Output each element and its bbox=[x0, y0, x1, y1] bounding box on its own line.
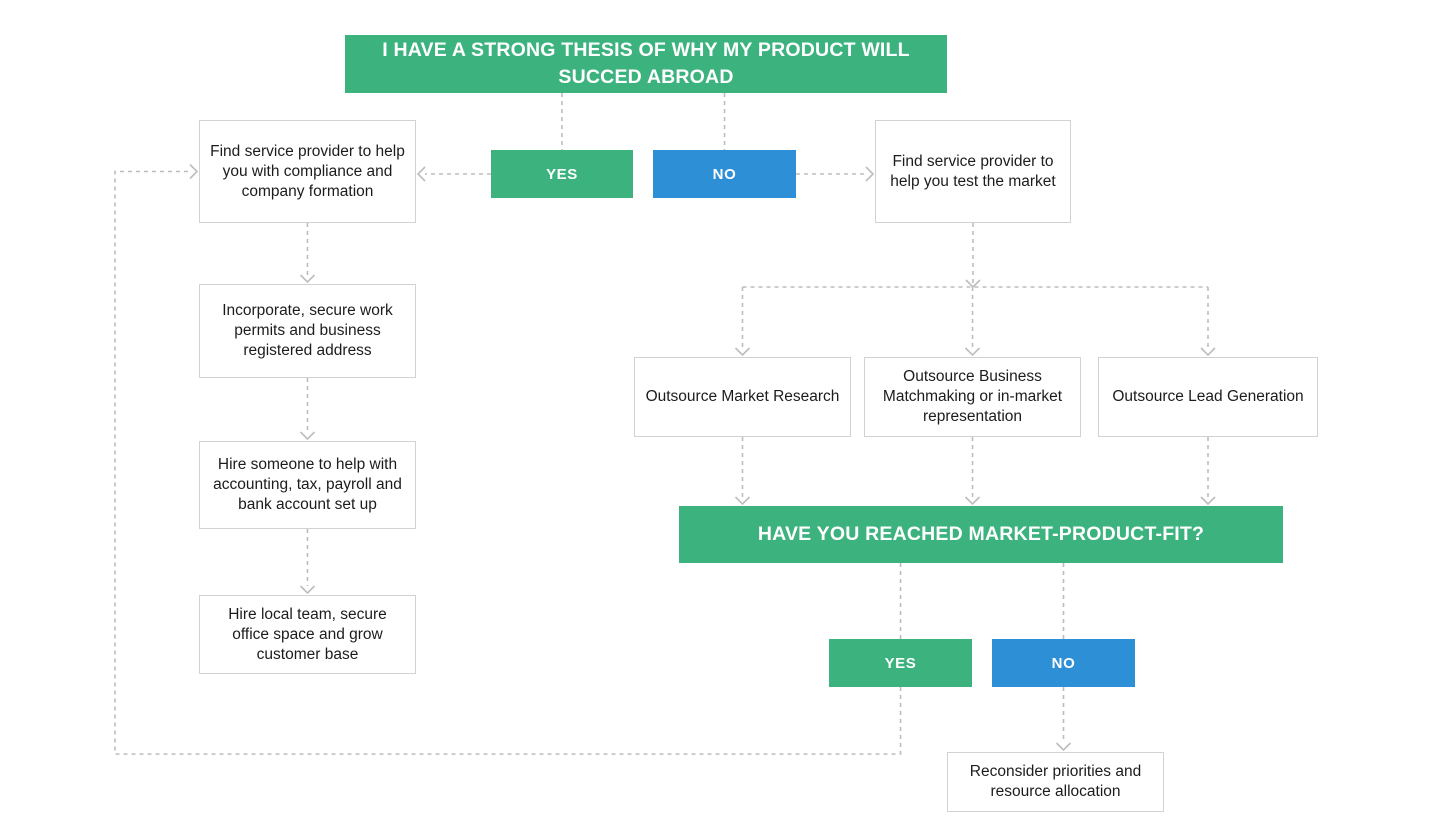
node-label-hire-accounting: Hire someone to help with accounting, ta… bbox=[213, 456, 402, 513]
node-test-market[interactable]: Find service provider to help you test t… bbox=[875, 120, 1071, 223]
node-label-hire-local-team: Hire local team, secure office space and… bbox=[228, 605, 387, 663]
node-reconsider[interactable]: Reconsider priorities and resource alloc… bbox=[947, 752, 1164, 812]
node-no-top[interactable]: NO bbox=[653, 150, 796, 198]
node-label-thesis-header: I HAVE A STRONG THESIS OF WHY MY PRODUCT… bbox=[382, 39, 910, 88]
arrowhead-left-chain-0 bbox=[299, 274, 316, 284]
node-label-incorporate: Incorporate, secure work permits and bus… bbox=[222, 302, 393, 359]
node-yes-top[interactable]: YES bbox=[491, 150, 633, 198]
node-thesis-header[interactable]: I HAVE A STRONG THESIS OF WHY MY PRODUCT… bbox=[345, 35, 947, 93]
node-label-no-bottom: NO bbox=[1051, 654, 1076, 672]
arrowhead-left-chain-2 bbox=[299, 585, 316, 595]
node-outsource-matchmaking[interactable]: Outsource Business Matchmaking or in-mar… bbox=[864, 357, 1081, 437]
node-market-fit-header[interactable]: HAVE YOU REACHED MARKET-PRODUCT-FIT? bbox=[679, 506, 1283, 563]
node-label-outsource-market-research: Outsource Market Research bbox=[645, 388, 840, 405]
node-yes-bottom[interactable]: YES bbox=[829, 639, 972, 687]
node-outsource-lead-gen[interactable]: Outsource Lead Generation bbox=[1098, 357, 1318, 437]
node-label-yes-bottom: YES bbox=[884, 654, 917, 672]
arrowhead-yes-loopback bbox=[189, 163, 199, 180]
node-no-bottom[interactable]: NO bbox=[992, 639, 1135, 687]
arrowhead-left-chain-1 bbox=[299, 431, 316, 441]
arrowhead-outsource-to-market-fit-1 bbox=[964, 496, 981, 506]
arrowhead-branch-2 bbox=[1200, 347, 1216, 357]
arrowhead-no-to-test-market bbox=[865, 166, 875, 182]
arrowhead-no-to-reconsider bbox=[1055, 742, 1072, 752]
node-compliance[interactable]: Find service provider to help you with c… bbox=[199, 120, 416, 223]
arrowhead-outsource-to-market-fit-0 bbox=[734, 496, 751, 506]
arrowhead-branch-1 bbox=[964, 347, 981, 357]
arrowhead-yes-to-compliance bbox=[416, 166, 426, 182]
node-label-yes-top: YES bbox=[546, 165, 578, 183]
arrowhead-branch-0 bbox=[734, 347, 751, 357]
node-label-test-market: Find service provider to help you test t… bbox=[890, 152, 1056, 190]
node-label-outsource-lead-gen: Outsource Lead Generation bbox=[1112, 388, 1304, 405]
node-hire-accounting[interactable]: Hire someone to help with accounting, ta… bbox=[199, 441, 416, 529]
node-outsource-market-research[interactable]: Outsource Market Research bbox=[634, 357, 851, 437]
node-label-no-top: NO bbox=[712, 165, 737, 183]
node-label-market-fit-header: HAVE YOU REACHED MARKET-PRODUCT-FIT? bbox=[757, 523, 1205, 545]
arrowhead-outsource-to-market-fit-2 bbox=[1200, 496, 1216, 506]
node-label-compliance: Find service provider to help you with c… bbox=[210, 142, 405, 200]
arrowhead-test-market-stem bbox=[965, 279, 981, 289]
node-label-reconsider: Reconsider priorities and resource alloc… bbox=[969, 763, 1142, 800]
node-hire-local-team[interactable]: Hire local team, secure office space and… bbox=[199, 595, 416, 674]
node-label-outsource-matchmaking: Outsource Business Matchmaking or in-mar… bbox=[882, 368, 1063, 425]
node-incorporate[interactable]: Incorporate, secure work permits and bus… bbox=[199, 284, 416, 378]
